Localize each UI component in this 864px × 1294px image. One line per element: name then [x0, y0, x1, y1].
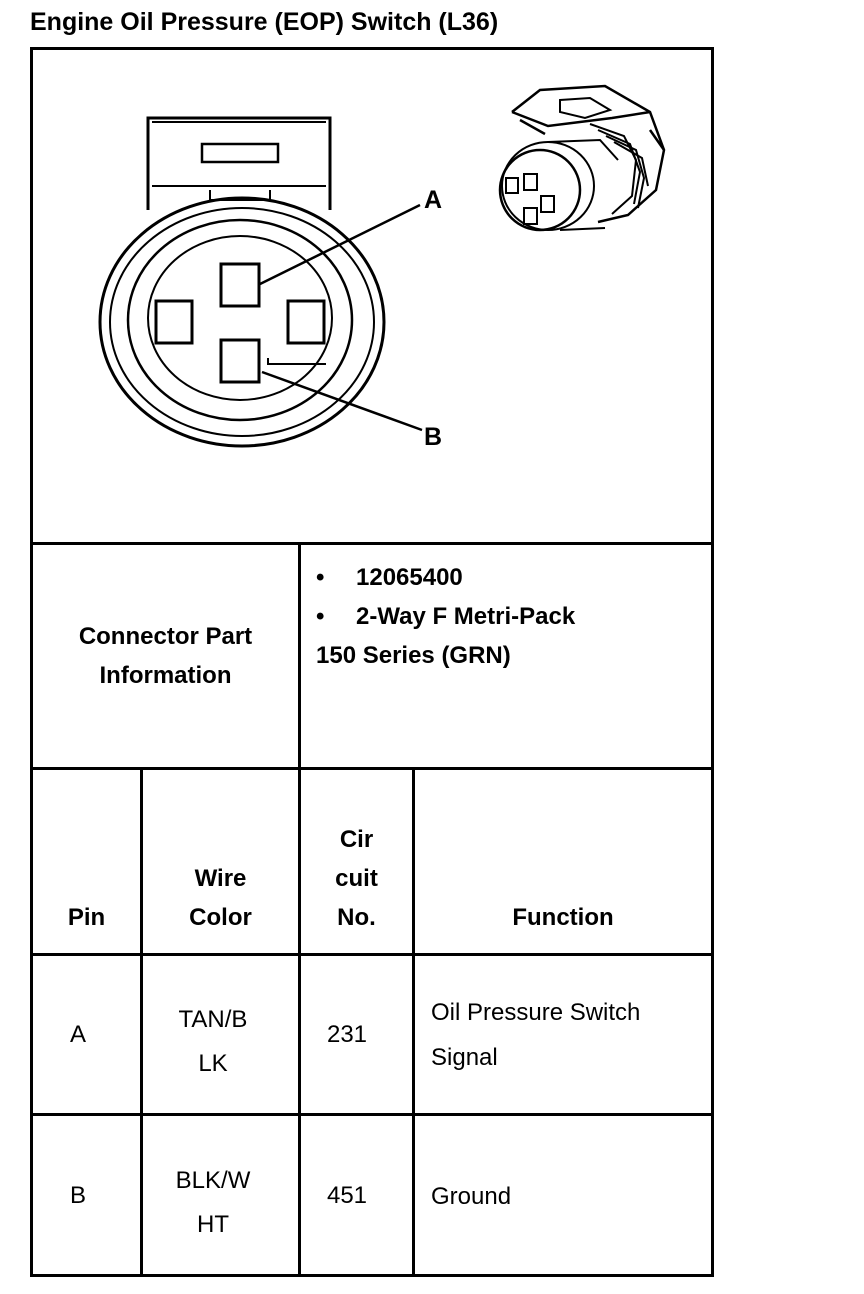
row-a-function: Oil Pressure Switch Signal — [431, 990, 706, 1080]
row-b-pin: B — [33, 1116, 123, 1274]
header-row-divider — [30, 953, 714, 956]
page-title: Engine Oil Pressure (EOP) Switch (L36) — [30, 8, 499, 36]
section-divider — [30, 767, 714, 770]
circuit-value: 451 — [326, 1181, 368, 1209]
header-circuit-text: No. — [337, 904, 376, 931]
connector-series: 150 Series (GRN) — [316, 642, 511, 669]
label-a: A — [424, 186, 442, 214]
function-value: Signal — [431, 1044, 498, 1071]
row-b-function: Ground — [431, 1174, 706, 1219]
part-number: 12065400 — [356, 564, 463, 591]
pin-value: A — [69, 1021, 86, 1048]
connector-info-label-line: Information — [99, 662, 232, 689]
wire-color-value: LK — [198, 1049, 228, 1077]
bullet: • — [316, 603, 325, 630]
connector-face-diagram: A B — [98, 84, 666, 451]
connector-info-label-line: Connector Part — [78, 623, 253, 650]
connector-type-item: • 2-Way F Metri-Pack — [316, 597, 575, 636]
function-value: Ground — [431, 1183, 512, 1210]
wire-color-value: TAN/B — [178, 1005, 248, 1033]
label-b: B — [424, 423, 442, 451]
section-divider — [30, 542, 714, 545]
column-divider — [412, 767, 415, 1277]
header-wire-color-text: Wire — [194, 865, 247, 892]
function-value: Oil Pressure Switch — [431, 999, 641, 1026]
header-circuit-number: Cir cuit No. — [301, 770, 412, 953]
connector-info-values: • 12065400 • 2-Way F Metri-Pack 150 Series… — [316, 558, 575, 675]
header-function-text: Function — [512, 904, 614, 931]
row-a-circuit: 231 — [301, 956, 393, 1113]
header-wire-color: Wire Color — [143, 770, 298, 953]
pin-value: B — [69, 1181, 86, 1209]
row-a-wire-color: TAN/B LK — [143, 963, 283, 1120]
connector-info-label: Connector Part Information — [33, 545, 298, 767]
connector-type: 2-Way F Metri-Pack — [356, 603, 576, 630]
header-pin: Pin — [33, 770, 140, 953]
header-circuit-text: cuit — [335, 865, 378, 892]
row-divider — [30, 1113, 714, 1116]
circuit-value: 231 — [326, 1021, 368, 1048]
row-a-pin: A — [33, 956, 123, 1113]
header-wire-color-text: Color — [189, 904, 252, 931]
column-divider — [140, 767, 143, 1277]
wire-color-value: BLK/W — [175, 1167, 251, 1194]
pinout-table-frame — [30, 47, 714, 1277]
header-circuit-text: Cir — [339, 826, 374, 853]
column-divider — [298, 542, 301, 1277]
part-number-item: • 12065400 — [316, 558, 575, 597]
bullet: • — [316, 564, 325, 591]
header-function: Function — [415, 770, 711, 953]
row-b-wire-color: BLK/W HT — [143, 1124, 283, 1282]
row-b-circuit: 451 — [301, 1116, 393, 1274]
wire-color-value: HT — [197, 1211, 229, 1238]
header-pin-text: Pin — [67, 904, 106, 931]
connector-isometric-view — [498, 84, 666, 232]
